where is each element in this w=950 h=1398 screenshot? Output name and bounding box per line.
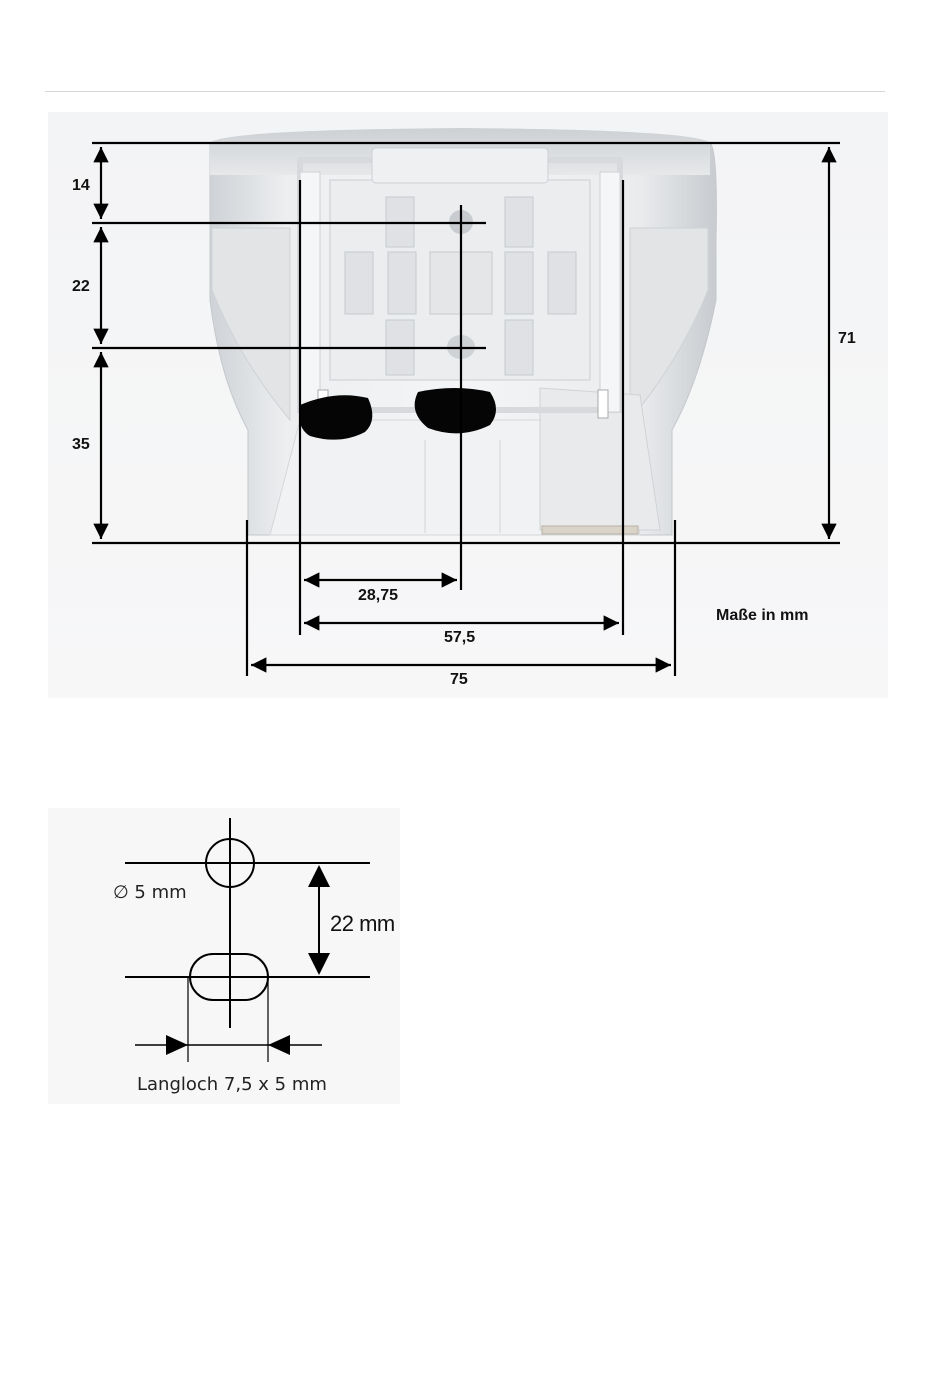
cable-opening-left [299,395,372,439]
top-figure: 14 22 35 71 28,75 57,5 75 Maße in mm [48,112,888,698]
dim-75-label: 75 [450,671,468,688]
dim-71-label: 71 [838,330,856,347]
hole-diameter-label: ∅ 5 mm [113,882,187,903]
dim-22-label: 22 [72,278,90,295]
dim-28-75-label: 28,75 [358,587,398,604]
dim-57-5-label: 57,5 [444,629,475,646]
unit-note: Maße in mm [716,607,808,624]
slot-label: Langloch 7,5 x 5 mm [137,1074,327,1095]
sketch-background [48,808,400,1104]
bottom-figure: ∅ 5 mm 22 mm Langloch 7,5 x 5 mm [48,808,400,1104]
cable-opening-right [415,388,496,433]
dim-14-label: 14 [72,177,90,194]
dim-35-label: 35 [72,436,90,453]
spacing-label: 22 mm [330,911,395,936]
